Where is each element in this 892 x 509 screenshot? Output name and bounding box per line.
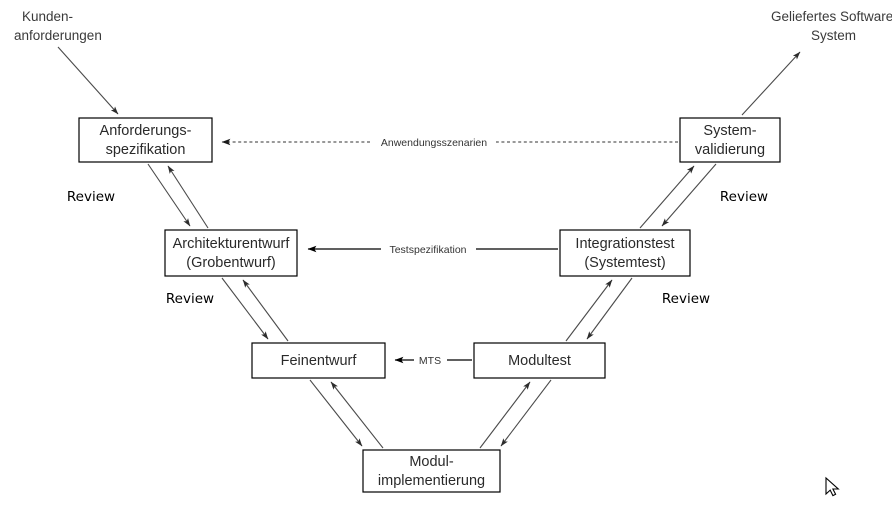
edge-feinentwurf-to-architekturentwurf	[242, 279, 289, 342]
edge-systemvalidierung-to-geliefertes-system	[741, 51, 801, 116]
edge-systemvalidierung-to-integrationstest	[661, 163, 717, 227]
edge-feinentwurf-to-modulimplementierung	[309, 379, 363, 447]
review-label-left-upper: Review	[67, 189, 115, 205]
edge-modulimplementierung-to-modultest	[479, 381, 531, 449]
review-label-left-lower-text: Review	[166, 291, 214, 307]
edge-architekturentwurf-to-feinentwurf	[221, 277, 269, 340]
box-feinentwurf-line1: Feinentwurf	[281, 353, 358, 369]
box-modultest-line1: Modultest	[508, 353, 571, 369]
review-label-right-lower-text: Review	[662, 291, 710, 307]
box-feinentwurf[interactable]: Feinentwurf	[251, 342, 386, 379]
edge-testspezifikation: Testspezifikation	[307, 241, 558, 257]
label-kundenanforderungen: Kunden- anforderungen	[14, 9, 102, 43]
edge-label-mts: MTS	[419, 355, 441, 367]
edge-label-testspezifikation: Testspezifikation	[389, 244, 466, 256]
box-anforderungsspezifikation[interactable]: Anforderungs- spezifikation	[78, 117, 213, 163]
edge-modulimplementierung-to-feinentwurf	[330, 381, 384, 449]
edge-kundenanforderungen-to-anforderungsspezifikation	[57, 46, 119, 115]
edge-modultest-to-modulimplementierung	[500, 379, 552, 447]
label-kundenanforderungen-line2: anforderungen	[14, 28, 102, 43]
review-label-right-lower: Review	[662, 291, 710, 307]
box-systemvalidierung-line2: validierung	[695, 142, 765, 158]
box-modulimplementierung-line1: Modul-	[409, 454, 453, 470]
edge-anforderungsspezifikation-to-architekturentwurf	[147, 163, 191, 227]
box-modulimplementierung[interactable]: Modul- implementierung	[362, 449, 501, 493]
box-modulimplementierung-line2: implementierung	[378, 473, 485, 489]
box-modultest[interactable]: Modultest	[473, 342, 606, 379]
review-label-right-upper-text: Review	[720, 189, 768, 205]
box-integrationstest-line2: (Systemtest)	[584, 255, 665, 271]
review-label-left-lower: Review	[166, 291, 214, 307]
edge-mts: MTS	[394, 352, 472, 368]
edge-modultest-to-integrationstest	[565, 279, 613, 342]
edge-integrationstest-to-systemvalidierung	[639, 165, 695, 229]
review-label-left-upper-text: Review	[67, 189, 115, 205]
edge-anwendungsszenarien: Anwendungsszenarien	[221, 134, 678, 150]
box-systemvalidierung[interactable]: System- validierung	[679, 117, 781, 163]
box-anforderungsspezifikation-line2: spezifikation	[106, 142, 186, 158]
box-anforderungsspezifikation-line1: Anforderungs-	[100, 123, 192, 139]
label-geliefertes-software-system-line2: System	[811, 28, 856, 43]
box-systemvalidierung-line1: System-	[703, 123, 756, 139]
edge-integrationstest-to-modultest	[586, 277, 633, 340]
edge-label-anwendungsszenarien: Anwendungsszenarien	[381, 137, 487, 149]
box-architekturentwurf-line2: (Grobentwurf)	[186, 255, 275, 271]
box-architekturentwurf-line1: Architekturentwurf	[173, 236, 291, 252]
mouse-cursor-icon	[825, 476, 840, 497]
review-label-right-upper: Review	[720, 189, 768, 205]
label-geliefertes-software-system: Geliefertes Software System	[771, 9, 892, 43]
label-geliefertes-software-system-line1: Geliefertes Software	[771, 9, 892, 24]
label-kundenanforderungen-line1: Kunden-	[22, 9, 73, 24]
box-integrationstest-line1: Integrationstest	[575, 236, 674, 252]
edge-architekturentwurf-to-anforderungsspezifikation	[167, 165, 209, 229]
box-architekturentwurf[interactable]: Architekturentwurf (Grobentwurf)	[164, 229, 298, 277]
box-integrationstest[interactable]: Integrationstest (Systemtest)	[559, 229, 691, 277]
